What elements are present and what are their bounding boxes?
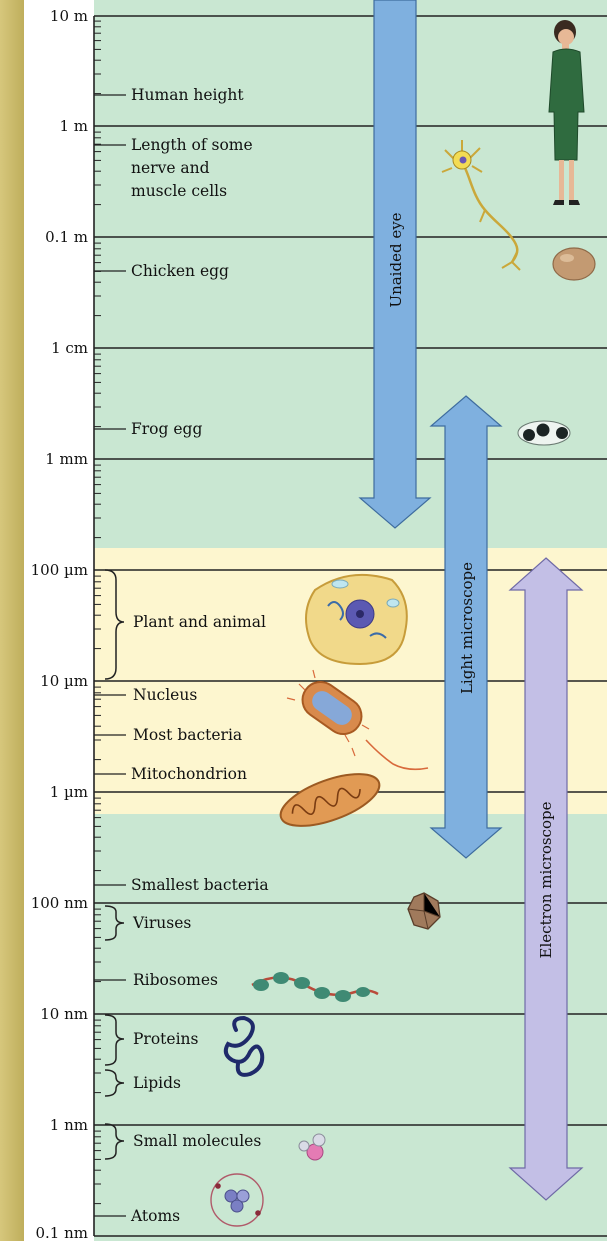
scale-0.1nm: 0.1 nm xyxy=(35,1224,88,1241)
label-plant-animal: Plant and animal xyxy=(133,613,266,631)
label-nerve-line1: Length of some xyxy=(131,136,253,154)
frog-egg-icon xyxy=(518,421,570,445)
label-chicken-egg: Chicken egg xyxy=(131,262,229,280)
left-margin-band xyxy=(0,0,24,1241)
scale-100nm: 100 nm xyxy=(31,894,88,912)
label-frog-egg: Frog egg xyxy=(131,420,202,438)
scale-10nm: 10 nm xyxy=(40,1005,88,1023)
label-smallest-bacteria: Smallest bacteria xyxy=(131,876,269,894)
label-nerve-line3: muscle cells xyxy=(131,182,227,200)
label-nerve-line2: nerve and xyxy=(131,159,210,177)
scale-100um: 100 µm xyxy=(31,561,88,579)
label-human-height: Human height xyxy=(131,86,244,104)
label-ribosomes: Ribosomes xyxy=(133,971,218,989)
scale-1cm: 1 cm xyxy=(51,339,88,357)
unaided-eye-label: Unaided eye xyxy=(387,212,405,307)
label-proteins: Proteins xyxy=(133,1030,199,1048)
scale-1um: 1 µm xyxy=(50,783,88,801)
label-nucleus: Nucleus xyxy=(133,686,197,704)
scale-1mm: 1 mm xyxy=(45,450,88,468)
scale-1nm: 1 nm xyxy=(50,1116,88,1134)
label-atoms: Atoms xyxy=(130,1207,180,1225)
scale-10um: 10 µm xyxy=(40,672,88,690)
label-viruses: Viruses xyxy=(132,914,191,932)
scale-10m: 10 m xyxy=(50,7,88,25)
light-microscope-label: Light microscope xyxy=(458,562,476,694)
electron-microscope-label: Electron microscope xyxy=(537,801,555,958)
label-lipids: Lipids xyxy=(133,1074,181,1092)
label-mitochondrion: Mitochondrion xyxy=(131,765,247,783)
scale-1m: 1 m xyxy=(59,117,88,135)
label-small-molecules: Small molecules xyxy=(133,1132,261,1150)
chicken-egg-icon xyxy=(553,248,595,280)
white-margin xyxy=(24,0,94,1241)
scale-0.1m: 0.1 m xyxy=(45,228,88,246)
animal-cell-icon xyxy=(306,575,407,664)
label-most-bacteria: Most bacteria xyxy=(133,726,242,744)
